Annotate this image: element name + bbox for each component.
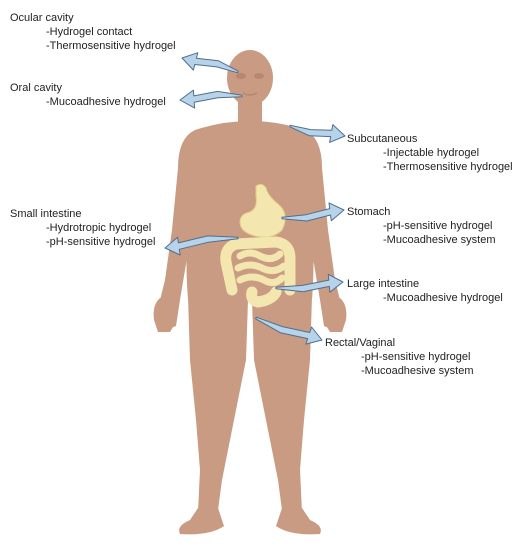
large-intestine-organ [220,236,296,296]
label-title: Ocular cavity [10,12,74,24]
small-intestine-arrow [164,235,239,256]
label-title: Stomach [347,206,391,218]
large-intestine-label: Large intestine Mucoadhesive hydrogel [347,277,503,305]
ocular-arrow [181,52,239,74]
rectal-arrow [255,316,323,345]
neck [238,100,262,122]
right-foot [179,508,224,535]
label-item: Mucoadhesive hydrogel [46,95,166,109]
mouth [242,92,258,96]
label-item: Injectable hydrogel [383,146,513,160]
right-leg [188,296,248,512]
body-silhouette [153,50,347,535]
ocular-cavity-label: Ocular cavity Hydrogel contact Thermosen… [10,11,176,53]
label-title: Small intestine [10,208,82,220]
oral-cavity-label: Oral cavity Mucoadhesive hydrogel [10,81,166,109]
right-eye [254,73,264,79]
stomach-arrow [281,202,345,222]
digestive-organs [220,183,296,308]
torso [181,121,319,300]
label-title: Rectal/Vaginal [325,337,396,349]
stomach-organ [239,183,286,238]
label-title: Oral cavity [10,82,62,94]
label-title: Large intestine [347,278,420,290]
left-eye [236,73,246,79]
left-leg [252,296,312,512]
label-item: Hydrogel contact [46,25,176,39]
right-arm [159,130,196,330]
label-item: Mucoadhesive hydrogel [383,291,503,305]
stomach-label: Stomach pH-sensitive hydrogel Mucoadhesi… [347,205,496,247]
label-item: Mucoadhesive system [361,364,474,378]
rectal-vaginal-label: Rectal/Vaginal pH-sensitive hydrogel Muc… [325,336,474,378]
left-hand [322,298,347,332]
large-intestine-arrow [275,273,344,293]
rectum-organ [246,286,282,308]
small-intestine-label: Small intestine Hydrotropic hydrogel pH-… [10,207,155,249]
label-item: Thermosensitive hydrogel [383,160,513,174]
arrow-group [164,52,346,345]
label-item: pH-sensitive hydrogel [361,350,474,364]
label-item: Hydrotropic hydrogel [46,221,155,235]
left-foot [276,508,321,535]
head [227,50,273,106]
oral-arrow [179,89,243,109]
subcutaneous-arrow [289,124,346,143]
label-item: Thermosensitive hydrogel [46,39,176,53]
small-intestine-organ [234,249,288,287]
label-title: Subcutaneous [347,133,418,145]
subcutaneous-label: Subcutaneous Injectable hydrogel Thermos… [347,132,513,174]
label-item: pH-sensitive hydrogel [46,235,156,249]
right-hand [153,298,178,332]
label-item: pH-sensitive hydrogel [383,219,496,233]
label-item: Mucoadhesive system [383,233,496,247]
